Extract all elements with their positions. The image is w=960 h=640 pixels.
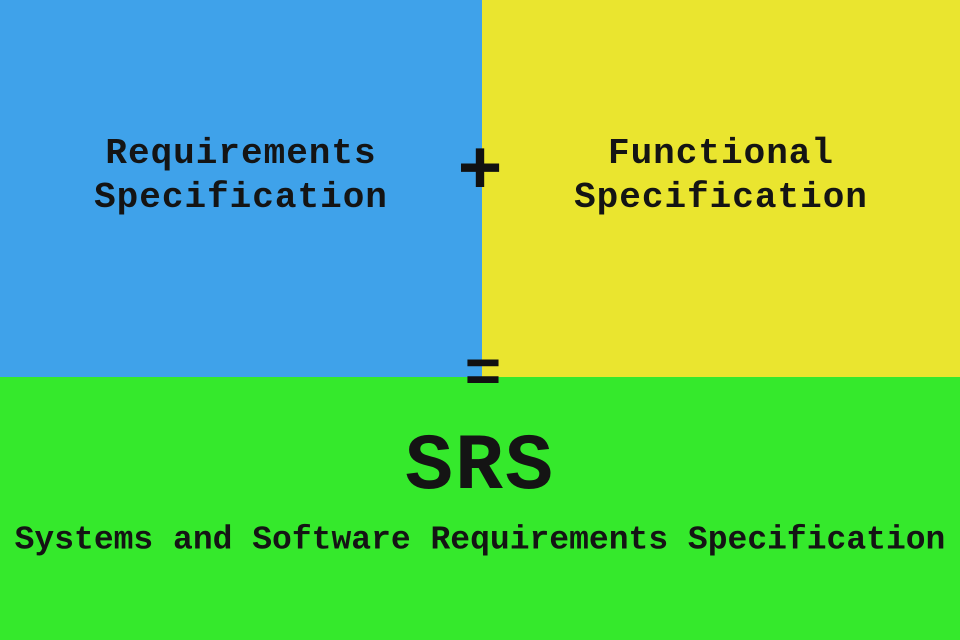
equals-operator: =: [464, 340, 502, 411]
srs-acronym-label: SRS: [404, 422, 556, 513]
requirements-specification-label: Requirements Specification: [0, 132, 482, 220]
functional-label-line2: Specification: [574, 177, 868, 218]
srs-full-name-label: Systems and Software Requirements Specif…: [14, 521, 946, 559]
functional-specification-block: Functional Specification: [482, 0, 960, 377]
requirements-label-line2: Specification: [94, 177, 388, 218]
plus-operator: +: [457, 130, 503, 216]
functional-label-line1: Functional: [607, 133, 835, 175]
srs-result-block: SRS Systems and Software Requirements Sp…: [0, 377, 960, 640]
functional-specification-label: Functional Specification: [482, 132, 960, 220]
requirements-specification-block: Requirements Specification: [0, 0, 482, 377]
requirements-label-line1: Requirements: [105, 133, 377, 175]
